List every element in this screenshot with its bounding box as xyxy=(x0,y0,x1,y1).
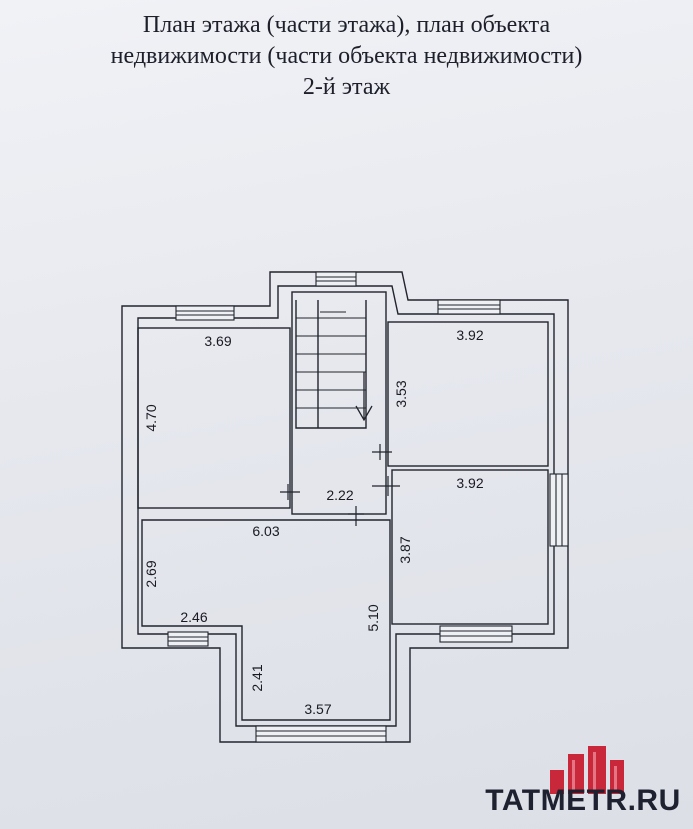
room-nw xyxy=(137,327,291,509)
dim-hall-step-width: 2.46 xyxy=(180,609,207,625)
hall xyxy=(141,519,391,721)
inner-wall-line xyxy=(137,285,555,727)
plan-title: План этажа (части этажа), план объекта н… xyxy=(0,10,693,103)
window-bay xyxy=(167,631,209,647)
dim-hall-right-depth: 5.10 xyxy=(365,604,381,631)
window-bottom xyxy=(255,725,387,743)
dim-room-ne-depth: 3.53 xyxy=(393,380,409,407)
plan-title-line-1: План этажа (части этажа), план объекта xyxy=(142,12,551,38)
dim-room-e-depth: 3.87 xyxy=(397,536,413,563)
dim-room-e-width: 3.92 xyxy=(456,475,483,491)
logo-buildings-icon xyxy=(550,746,624,794)
dim-room-nw-width: 3.69 xyxy=(204,333,231,349)
dim-hall-lower-depth: 2.41 xyxy=(249,664,265,691)
window-south-east xyxy=(439,625,513,643)
stair-treads xyxy=(296,311,366,409)
door-marks xyxy=(280,444,400,526)
stair-outline xyxy=(295,300,367,429)
outer-wall xyxy=(121,271,569,743)
room-ne xyxy=(387,321,549,467)
window-nw xyxy=(175,305,235,321)
window-east xyxy=(549,473,569,547)
stair-arrow xyxy=(355,372,373,422)
dim-hall-left-depth: 2.69 xyxy=(143,560,159,587)
logo-text: TATMETR.RU xyxy=(485,784,681,817)
room-e xyxy=(391,469,549,625)
window-ne xyxy=(437,299,501,315)
stair-corridor xyxy=(291,291,387,515)
dim-hall-bottom-width: 3.57 xyxy=(304,701,331,717)
tatmetr-logo: TATMETR.RU xyxy=(478,740,688,824)
plan-title-line-2: недвижимости (части объекта недвижимости… xyxy=(110,43,583,69)
plan-title-line-3: 2-й этаж xyxy=(302,74,391,100)
dim-room-nw-depth: 4.70 xyxy=(143,404,159,431)
dim-room-ne-width: 3.92 xyxy=(456,327,483,343)
dim-corridor-width: 2.22 xyxy=(326,487,353,503)
dim-hall-width: 6.03 xyxy=(252,523,279,539)
window-top-center xyxy=(315,271,357,287)
